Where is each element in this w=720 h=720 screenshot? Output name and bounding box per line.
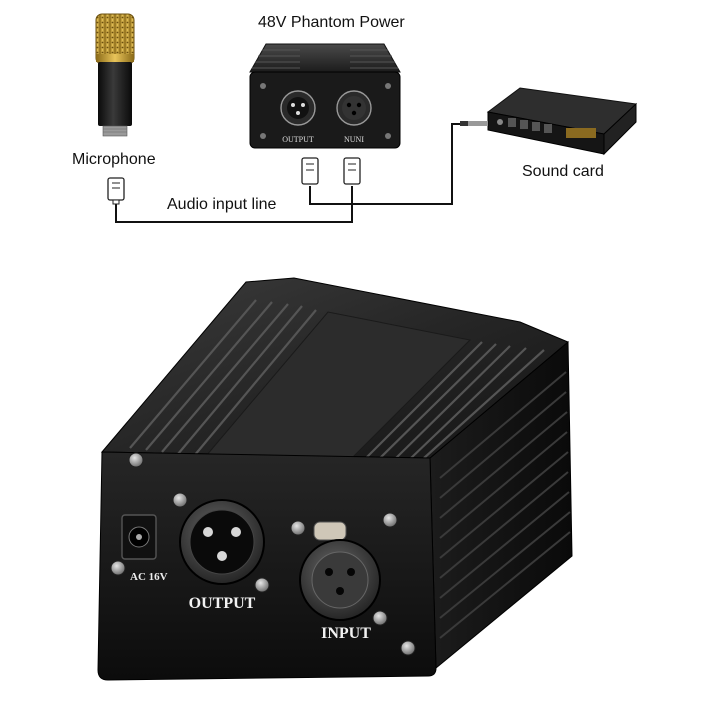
diagram-title: 48V Phantom Power bbox=[258, 14, 405, 31]
power-port-label: AC 16V bbox=[130, 571, 168, 583]
xlr-plug-input bbox=[343, 157, 361, 185]
xlr-plug-microphone bbox=[107, 177, 125, 205]
dc-power-jack bbox=[121, 514, 157, 560]
microphone-image bbox=[95, 13, 135, 137]
xlr-plug-output bbox=[301, 157, 319, 185]
small-output-label: OUTPUT bbox=[282, 135, 314, 144]
output-port-label: OUTPUT bbox=[189, 595, 256, 612]
input-port-label: INPUT bbox=[321, 625, 371, 642]
microphone-label: Microphone bbox=[72, 151, 156, 168]
screw-icon bbox=[110, 452, 416, 656]
sound-card-image bbox=[460, 87, 638, 156]
small-input-label: NUNI bbox=[344, 135, 364, 144]
audio-line-label: Audio input line bbox=[167, 196, 277, 213]
phantom-power-box-large: AC 16V OUTPUT INPUT bbox=[97, 277, 573, 681]
xlr-input-port bbox=[299, 521, 381, 621]
phantom-power-box-small: OUTPUT NUNI bbox=[249, 43, 401, 149]
connection-diagram: OUTPUT NUNI bbox=[95, 13, 638, 223]
xlr-output-port bbox=[179, 499, 265, 585]
sound-card-label: Sound card bbox=[522, 163, 604, 180]
